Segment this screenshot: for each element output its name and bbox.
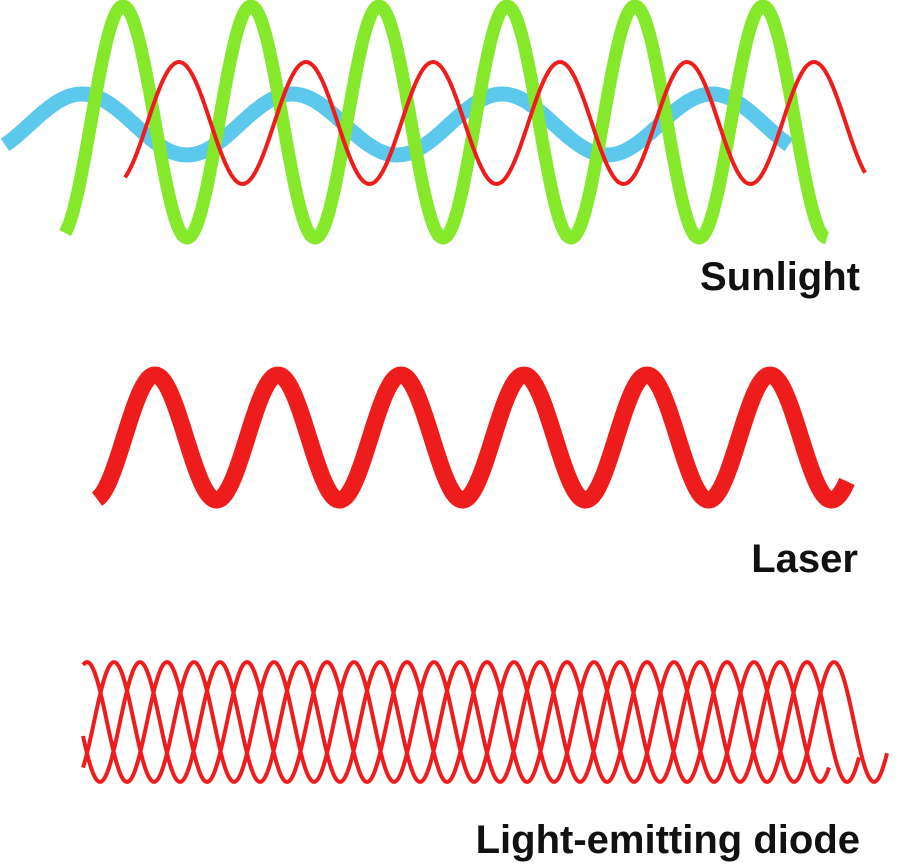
led-label: Light-emitting diode <box>475 818 860 862</box>
laser-label: Laser <box>751 537 858 581</box>
laser-panel <box>90 366 855 509</box>
sunlight-blue-wave <box>0 86 795 163</box>
sunlight-red-wave <box>123 60 867 186</box>
led-red-wave-2 <box>81 660 861 784</box>
sunlight-panel <box>0 0 867 245</box>
led-panel <box>81 660 889 784</box>
sunlight-label: Sunlight <box>700 255 860 299</box>
laser-red-wave <box>90 366 855 509</box>
sunlight-green-wave <box>59 0 832 245</box>
led-red-wave-3 <box>81 660 889 784</box>
